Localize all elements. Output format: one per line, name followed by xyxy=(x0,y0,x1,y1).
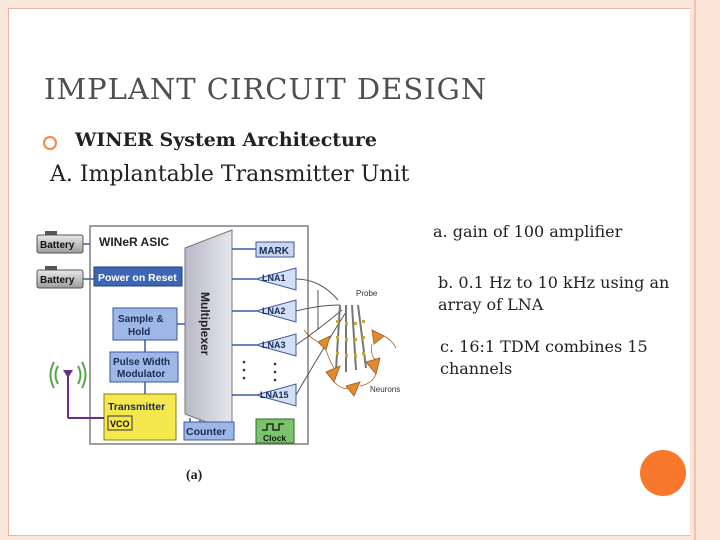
svg-text:Battery: Battery xyxy=(40,240,75,251)
neurons-label: Neurons xyxy=(370,385,400,394)
probe-sites xyxy=(336,320,365,357)
probe-array xyxy=(295,278,347,396)
svg-text:Counter: Counter xyxy=(186,426,226,438)
clock-block xyxy=(255,418,295,444)
svg-text:Clock: Clock xyxy=(263,433,286,443)
svg-text:Transmitter: Transmitter xyxy=(108,401,165,413)
bullet-marker xyxy=(43,136,57,150)
probe-shanks xyxy=(335,304,367,372)
battery-1: Battery xyxy=(36,231,84,254)
bullet-text: WINER System Architecture xyxy=(75,129,377,151)
note-b: b. 0.1 Hz to 10 kHz using an array of LN… xyxy=(438,273,670,314)
power-on-reset-block xyxy=(93,266,183,287)
slide-title: IMPLANT CIRCUIT DESIGN xyxy=(44,72,488,106)
note-a: a. gain of 100 amplifier xyxy=(433,222,623,241)
sample-hold-block xyxy=(112,307,178,341)
vco-block xyxy=(107,415,133,431)
square-wave-icon xyxy=(262,423,284,431)
right-decor-line xyxy=(694,0,696,540)
counter-block xyxy=(183,421,235,441)
neurons-illustration xyxy=(317,329,385,397)
battery-2: Battery xyxy=(36,266,84,289)
note-c: c. 16:1 TDM combines 15 channels xyxy=(440,337,648,378)
svg-text:Hold: Hold xyxy=(128,327,150,338)
svg-text:LNA3: LNA3 xyxy=(262,340,286,350)
decorative-orange-circle xyxy=(640,450,686,496)
svg-text:LNA2: LNA2 xyxy=(262,306,286,316)
power-on-reset-label: Power on Reset xyxy=(98,272,177,284)
svg-text:VCO: VCO xyxy=(110,419,130,429)
lna2-amplifier: LNA2 xyxy=(232,299,297,323)
svg-text:MARK: MARK xyxy=(259,246,290,257)
asic-label: WINeR ASIC xyxy=(99,235,170,249)
lna-dots xyxy=(242,360,277,382)
svg-text:LNA15: LNA15 xyxy=(260,390,289,400)
probe-label: Probe xyxy=(356,289,378,298)
figure-caption: (a) xyxy=(186,468,203,483)
multiplexer-label: Multiplexer xyxy=(198,292,212,356)
svg-text:Pulse Width: Pulse Width xyxy=(113,357,170,368)
svg-text:Battery: Battery xyxy=(40,275,75,286)
pwm-block xyxy=(109,351,179,383)
svg-text:Sample &: Sample & xyxy=(118,314,164,325)
svg-text:LNA1: LNA1 xyxy=(262,273,286,283)
winer-architecture-diagram: WINeR ASIC Battery Battery Power on Rese… xyxy=(36,225,400,483)
svg-text:Modulator: Modulator xyxy=(117,369,165,380)
antenna-icon xyxy=(49,361,104,419)
subheading: A. Implantable Transmitter Unit xyxy=(50,162,410,187)
